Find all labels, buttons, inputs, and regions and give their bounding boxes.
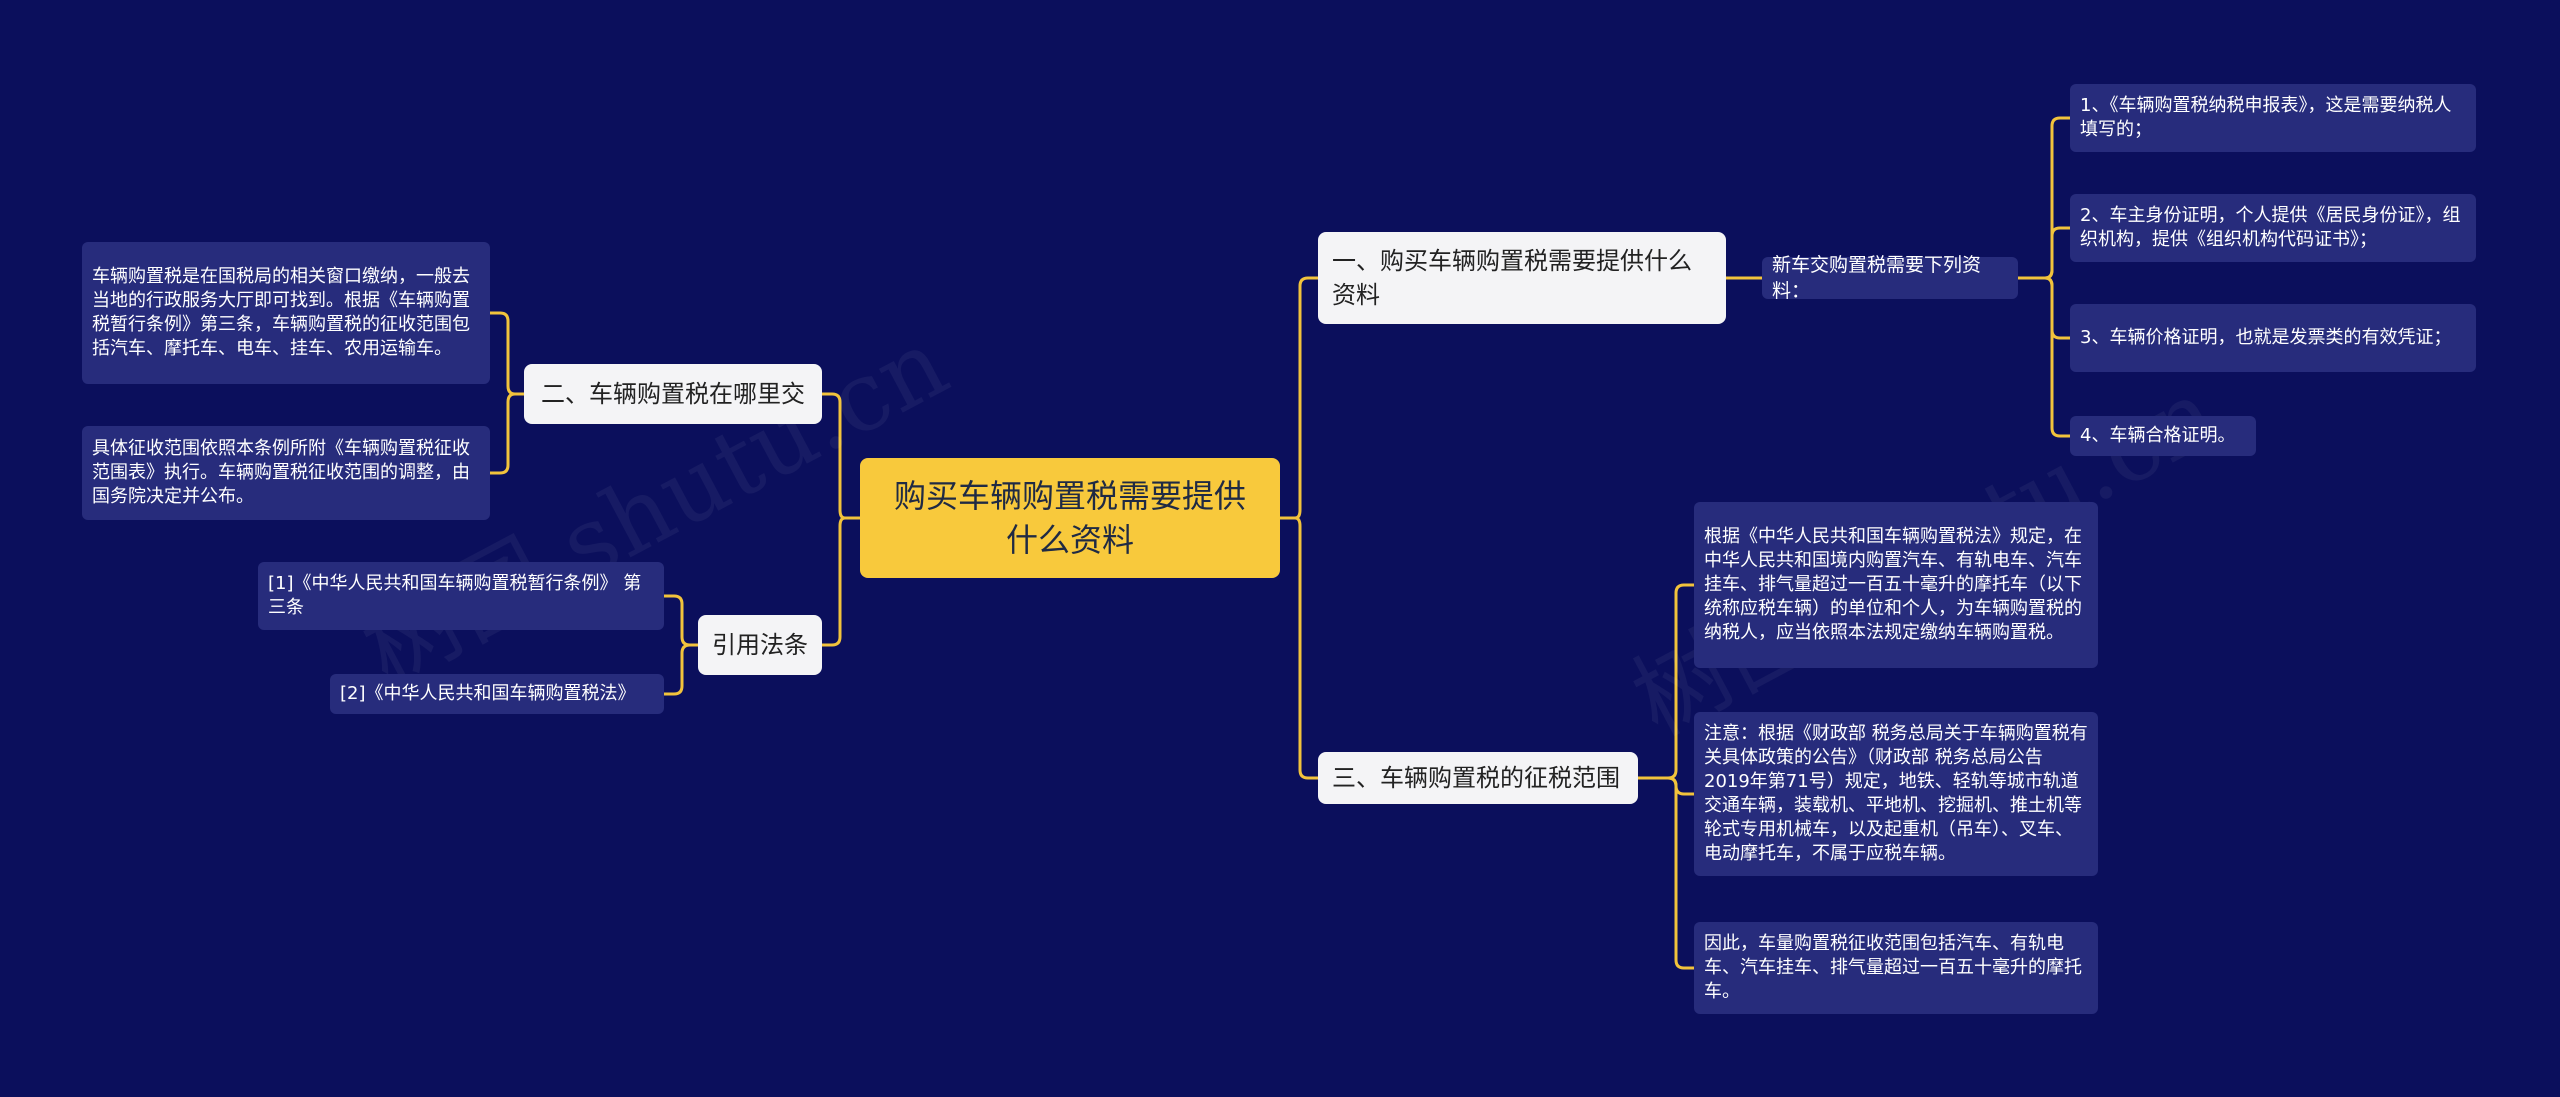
list-item[interactable]: 注意：根据《财政部 税务总局关于车辆购置税有关具体政策的公告》（财政部 税务总局… <box>1694 712 2098 876</box>
branch-where-to-pay[interactable]: 二、车辆购置税在哪里交 <box>524 364 822 424</box>
link-b3-item2 <box>1636 776 1696 796</box>
link-mid-item2 <box>2016 226 2072 280</box>
list-item[interactable]: 3、车辆价格证明，也就是发票类的有效凭证； <box>2070 304 2476 372</box>
list-item[interactable]: 根据《中华人民共和国车辆购置税法》规定，在中华人民共和国境内购置汽车、有轨电车、… <box>1694 502 2098 668</box>
link-mid-item3 <box>2016 276 2072 340</box>
link-b2-item1 <box>488 311 526 396</box>
list-item[interactable]: 车辆购置税是在国税局的相关窗口缴纳，一般去当地的行政服务大厅即可找到。根据《车辆… <box>82 242 490 384</box>
list-item[interactable]: 4、车辆合格证明。 <box>2070 416 2256 456</box>
list-item[interactable]: [1]《中华人民共和国车辆购置税暂行条例》 第三条 <box>258 562 664 630</box>
link-root-b3 <box>1278 516 1320 780</box>
link-root-b1 <box>1278 276 1320 520</box>
list-item[interactable]: 因此，车量购置税征收范围包括汽车、有轨电车、汽车挂车、排气量超过一百五十毫升的摩… <box>1694 922 2098 1014</box>
branch-documents-required[interactable]: 一、购买车辆购置税需要提供什么资料 <box>1318 232 1726 324</box>
branch-tax-scope[interactable]: 三、车辆购置税的征税范围 <box>1318 752 1638 804</box>
branch-cited-laws[interactable]: 引用法条 <box>698 615 822 675</box>
link-b3-item3 <box>1636 776 1696 970</box>
link-b2-item2 <box>488 392 526 475</box>
link-root-b4 <box>820 516 862 647</box>
link-b4-item2 <box>662 643 700 696</box>
link-mid-item1 <box>2016 116 2072 280</box>
branch-documents-intro[interactable]: 新车交购置税需要下列资料： <box>1762 254 2018 302</box>
list-item[interactable]: 1、《车辆购置税纳税申报表》，这是需要纳税人填写的； <box>2070 84 2476 152</box>
list-item[interactable]: [2]《中华人民共和国车辆购置税法》 <box>330 674 664 714</box>
root-topic[interactable]: 购买车辆购置税需要提供什么资料 <box>860 458 1280 578</box>
link-b4-item1 <box>662 594 700 647</box>
list-item[interactable]: 具体征收范围依照本条例所附《车辆购置税征收范围表》执行。车辆购置税征收范围的调整… <box>82 426 490 520</box>
link-mid-item4 <box>2016 276 2072 438</box>
list-item[interactable]: 2、车主身份证明，个人提供《居民身份证》，组织机构，提供《组织机构代码证书》； <box>2070 194 2476 262</box>
